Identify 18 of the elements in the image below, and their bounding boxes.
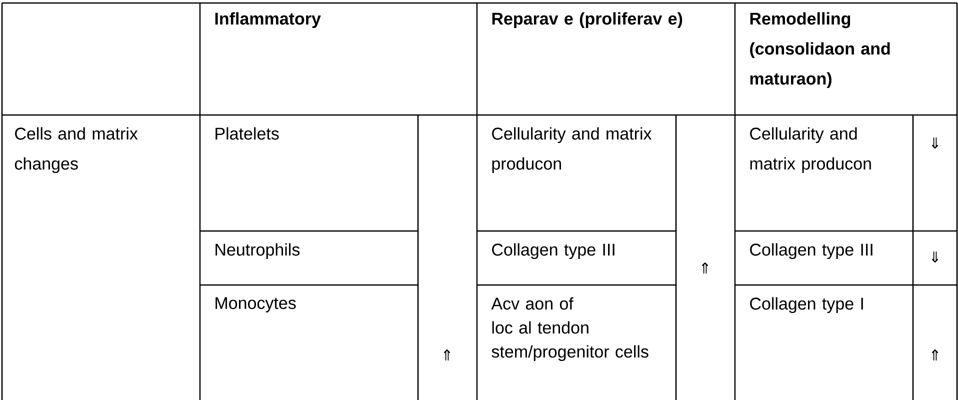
table-cell: Cellularity and matrix producon xyxy=(750,127,871,174)
arrow-symbol: ⇑ xyxy=(932,350,938,360)
table-cell: Cellularity and matrix producon xyxy=(492,127,652,174)
table-cell: Cells and matrix changes xyxy=(14,127,138,174)
table-cell: Monocytes xyxy=(216,297,296,312)
arrow-symbol: ⇑ xyxy=(444,350,450,360)
column-header: Remodelling (consolidaon and maturaon) xyxy=(750,12,890,88)
table-cell: Platelets xyxy=(216,127,279,140)
column-header: Reparav e (proliferav e) xyxy=(492,12,682,28)
column-header: Inflammatory xyxy=(215,12,321,28)
table-cell: Collagen type III xyxy=(750,243,872,260)
table-cell: Collagen type I xyxy=(750,297,863,314)
arrow-symbol: ⇓ xyxy=(932,138,938,148)
arrow-symbol: ⇑ xyxy=(702,262,708,274)
table-cell: Acv aon of loc al tendon stem/progenitor cells xyxy=(491,297,648,362)
arrow-symbol: ⇓ xyxy=(932,252,938,262)
table-cell: Neutrophils xyxy=(216,243,300,260)
table-cell: Collagen type III xyxy=(492,243,614,260)
